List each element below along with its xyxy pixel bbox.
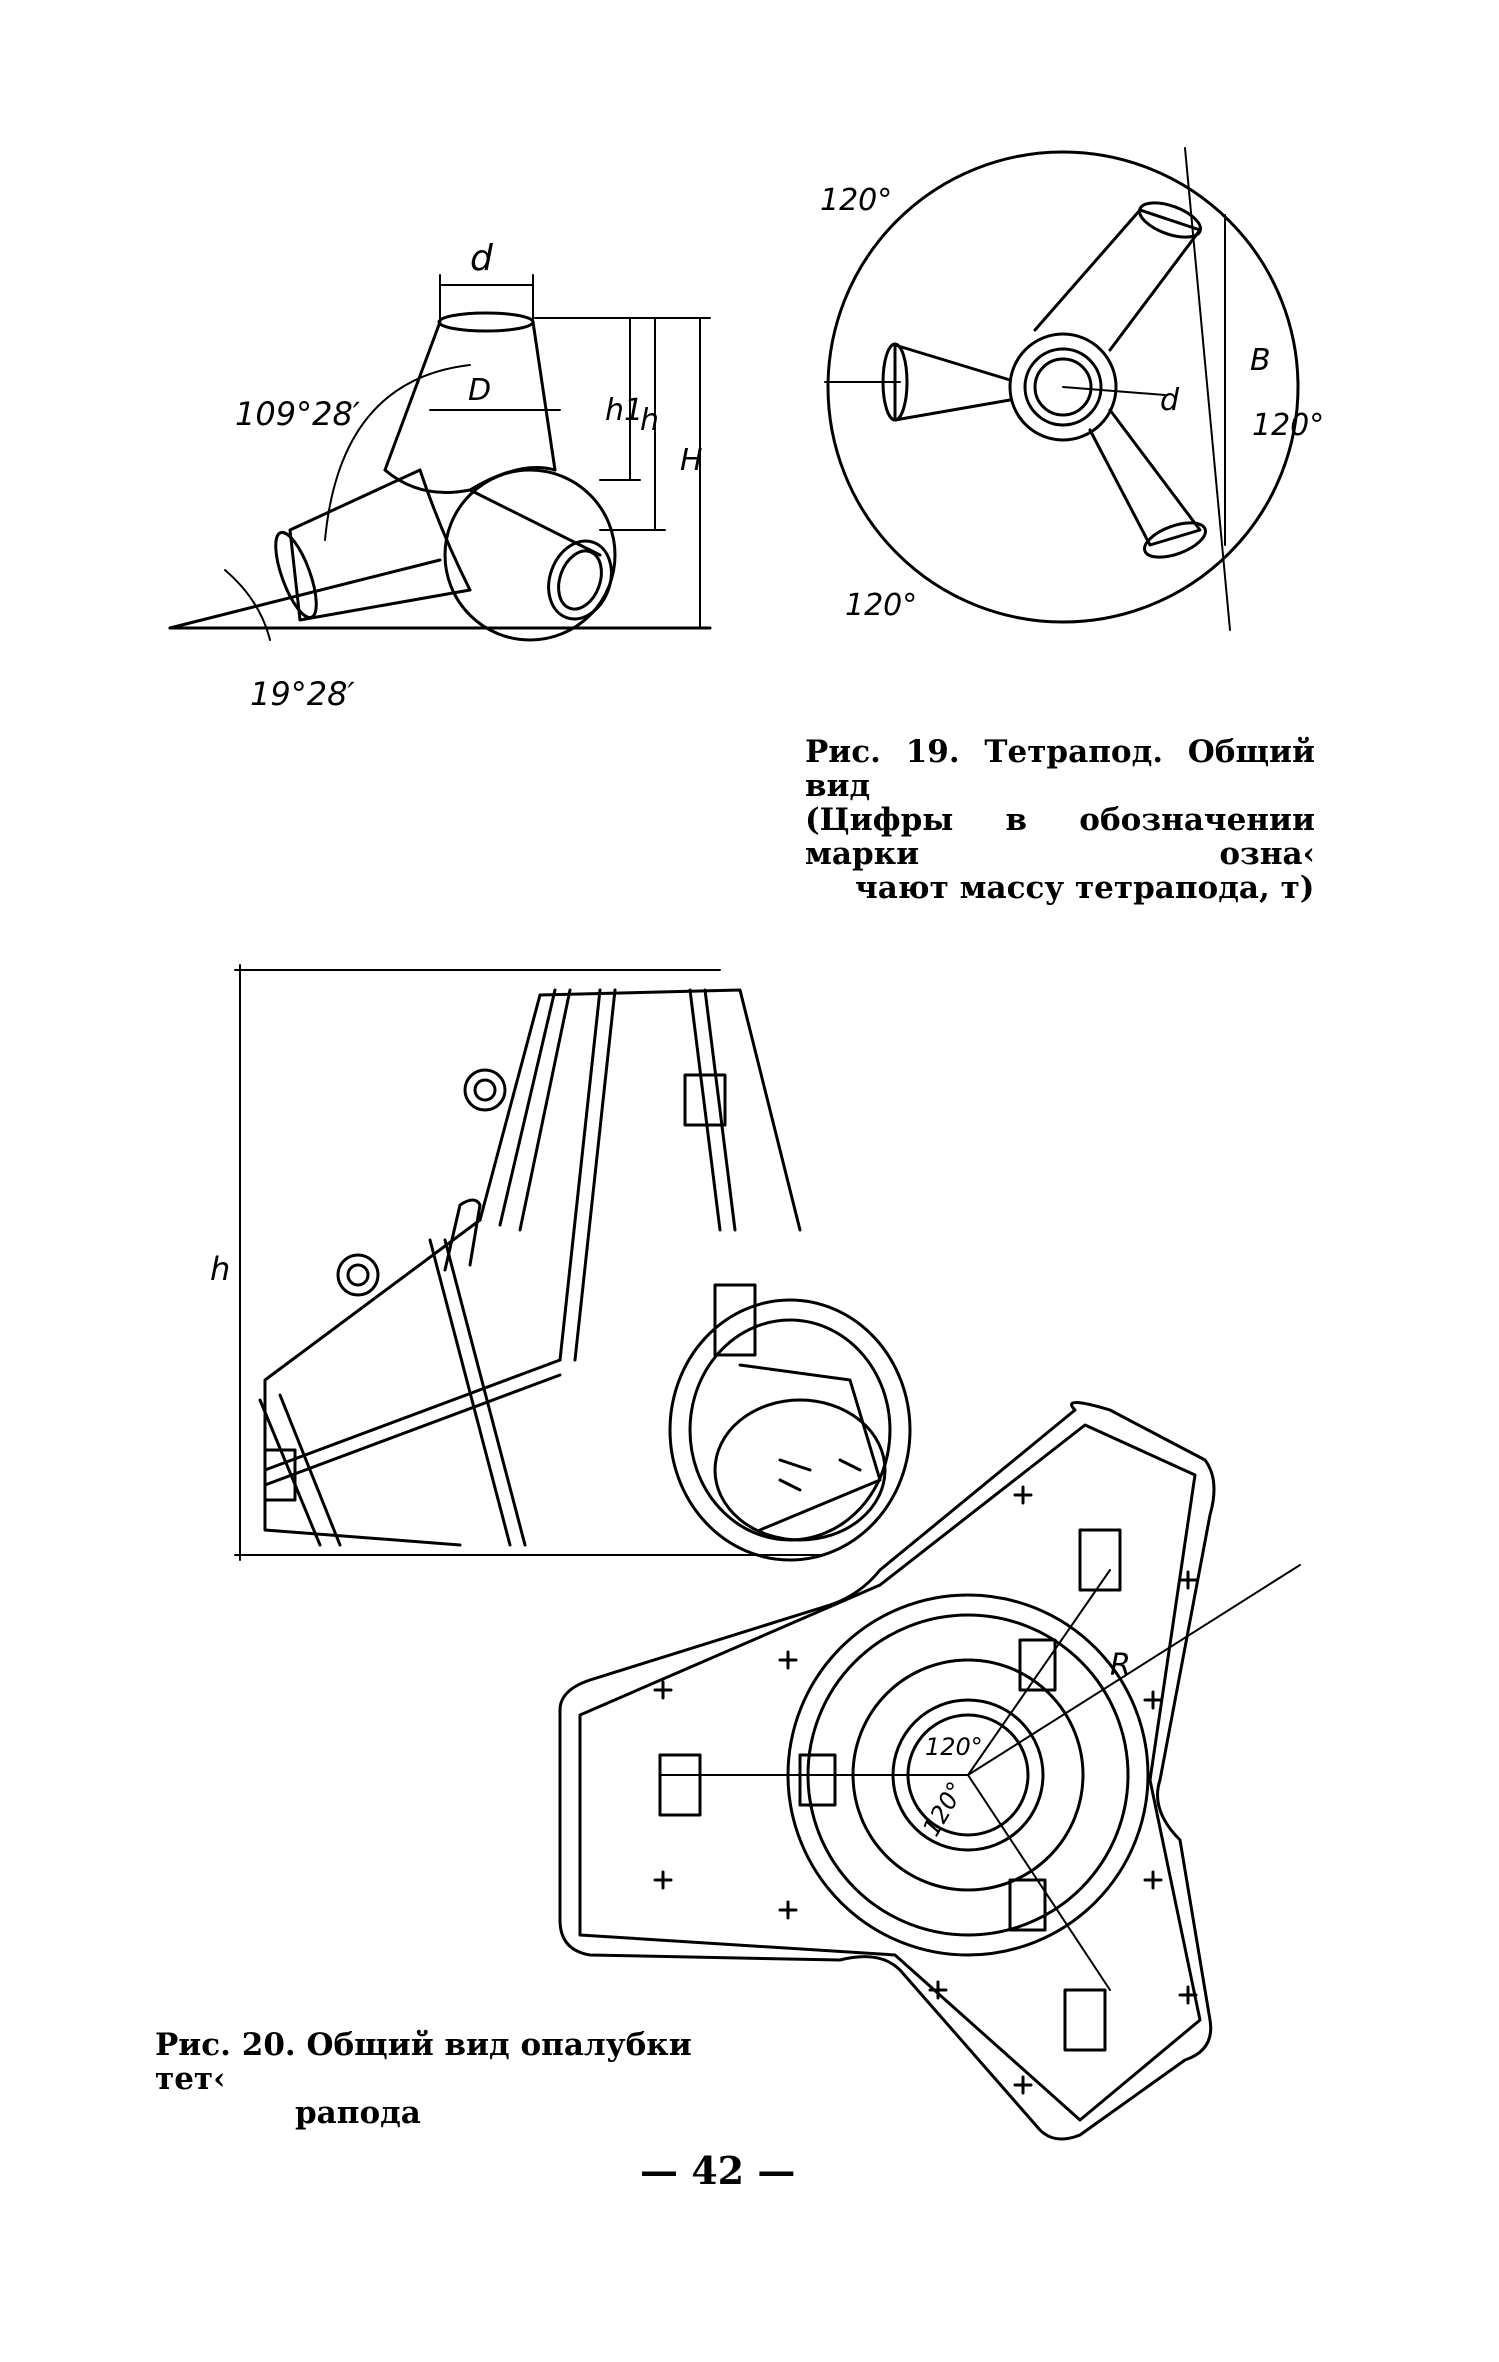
dim-H-label: H [680, 443, 703, 478]
figure-19-caption: Рис. 19. Тетрапод. Общий вид (Цифры в об… [805, 735, 1315, 905]
page-number: — 42 — [640, 2148, 796, 2193]
caption-line: Рис. 20. Общий вид опалубки тет‹ [155, 2027, 692, 2097]
dim-R-label: R [1110, 1648, 1131, 1683]
dim-d-label: d [470, 238, 494, 279]
caption-line: рапода [295, 2095, 421, 2131]
caption-line: Рис. 19. Тетрапод. Общий вид [805, 734, 1315, 804]
angle-120-bottom-left: 120° [845, 588, 917, 623]
angle-bottom-label: 19°28′ [250, 675, 355, 713]
angle-120-right: 120° [1252, 408, 1324, 443]
dim-D-label: D [468, 373, 491, 408]
dim-h1-label: h1 [605, 393, 643, 428]
figure-20-caption: Рис. 20. Общий вид опалубки тет‹ рапода [155, 2028, 695, 2130]
dim-h-label: h [640, 403, 659, 438]
angle-120-top-left: 120° [820, 183, 892, 218]
angle-120-label: 120° [925, 1733, 983, 1761]
dim-d-plan-label: d [1160, 383, 1180, 418]
caption-line: (Цифры в обозначении марки озна‹ [805, 802, 1315, 872]
dim-B-label: B [1250, 343, 1271, 378]
angle-top-label: 109°28′ [235, 395, 361, 433]
caption-line: чают массу тетрапода, т) [855, 870, 1315, 906]
dim-h-label: h [210, 1250, 230, 1288]
angle-120-label: 120° [917, 1777, 970, 1841]
